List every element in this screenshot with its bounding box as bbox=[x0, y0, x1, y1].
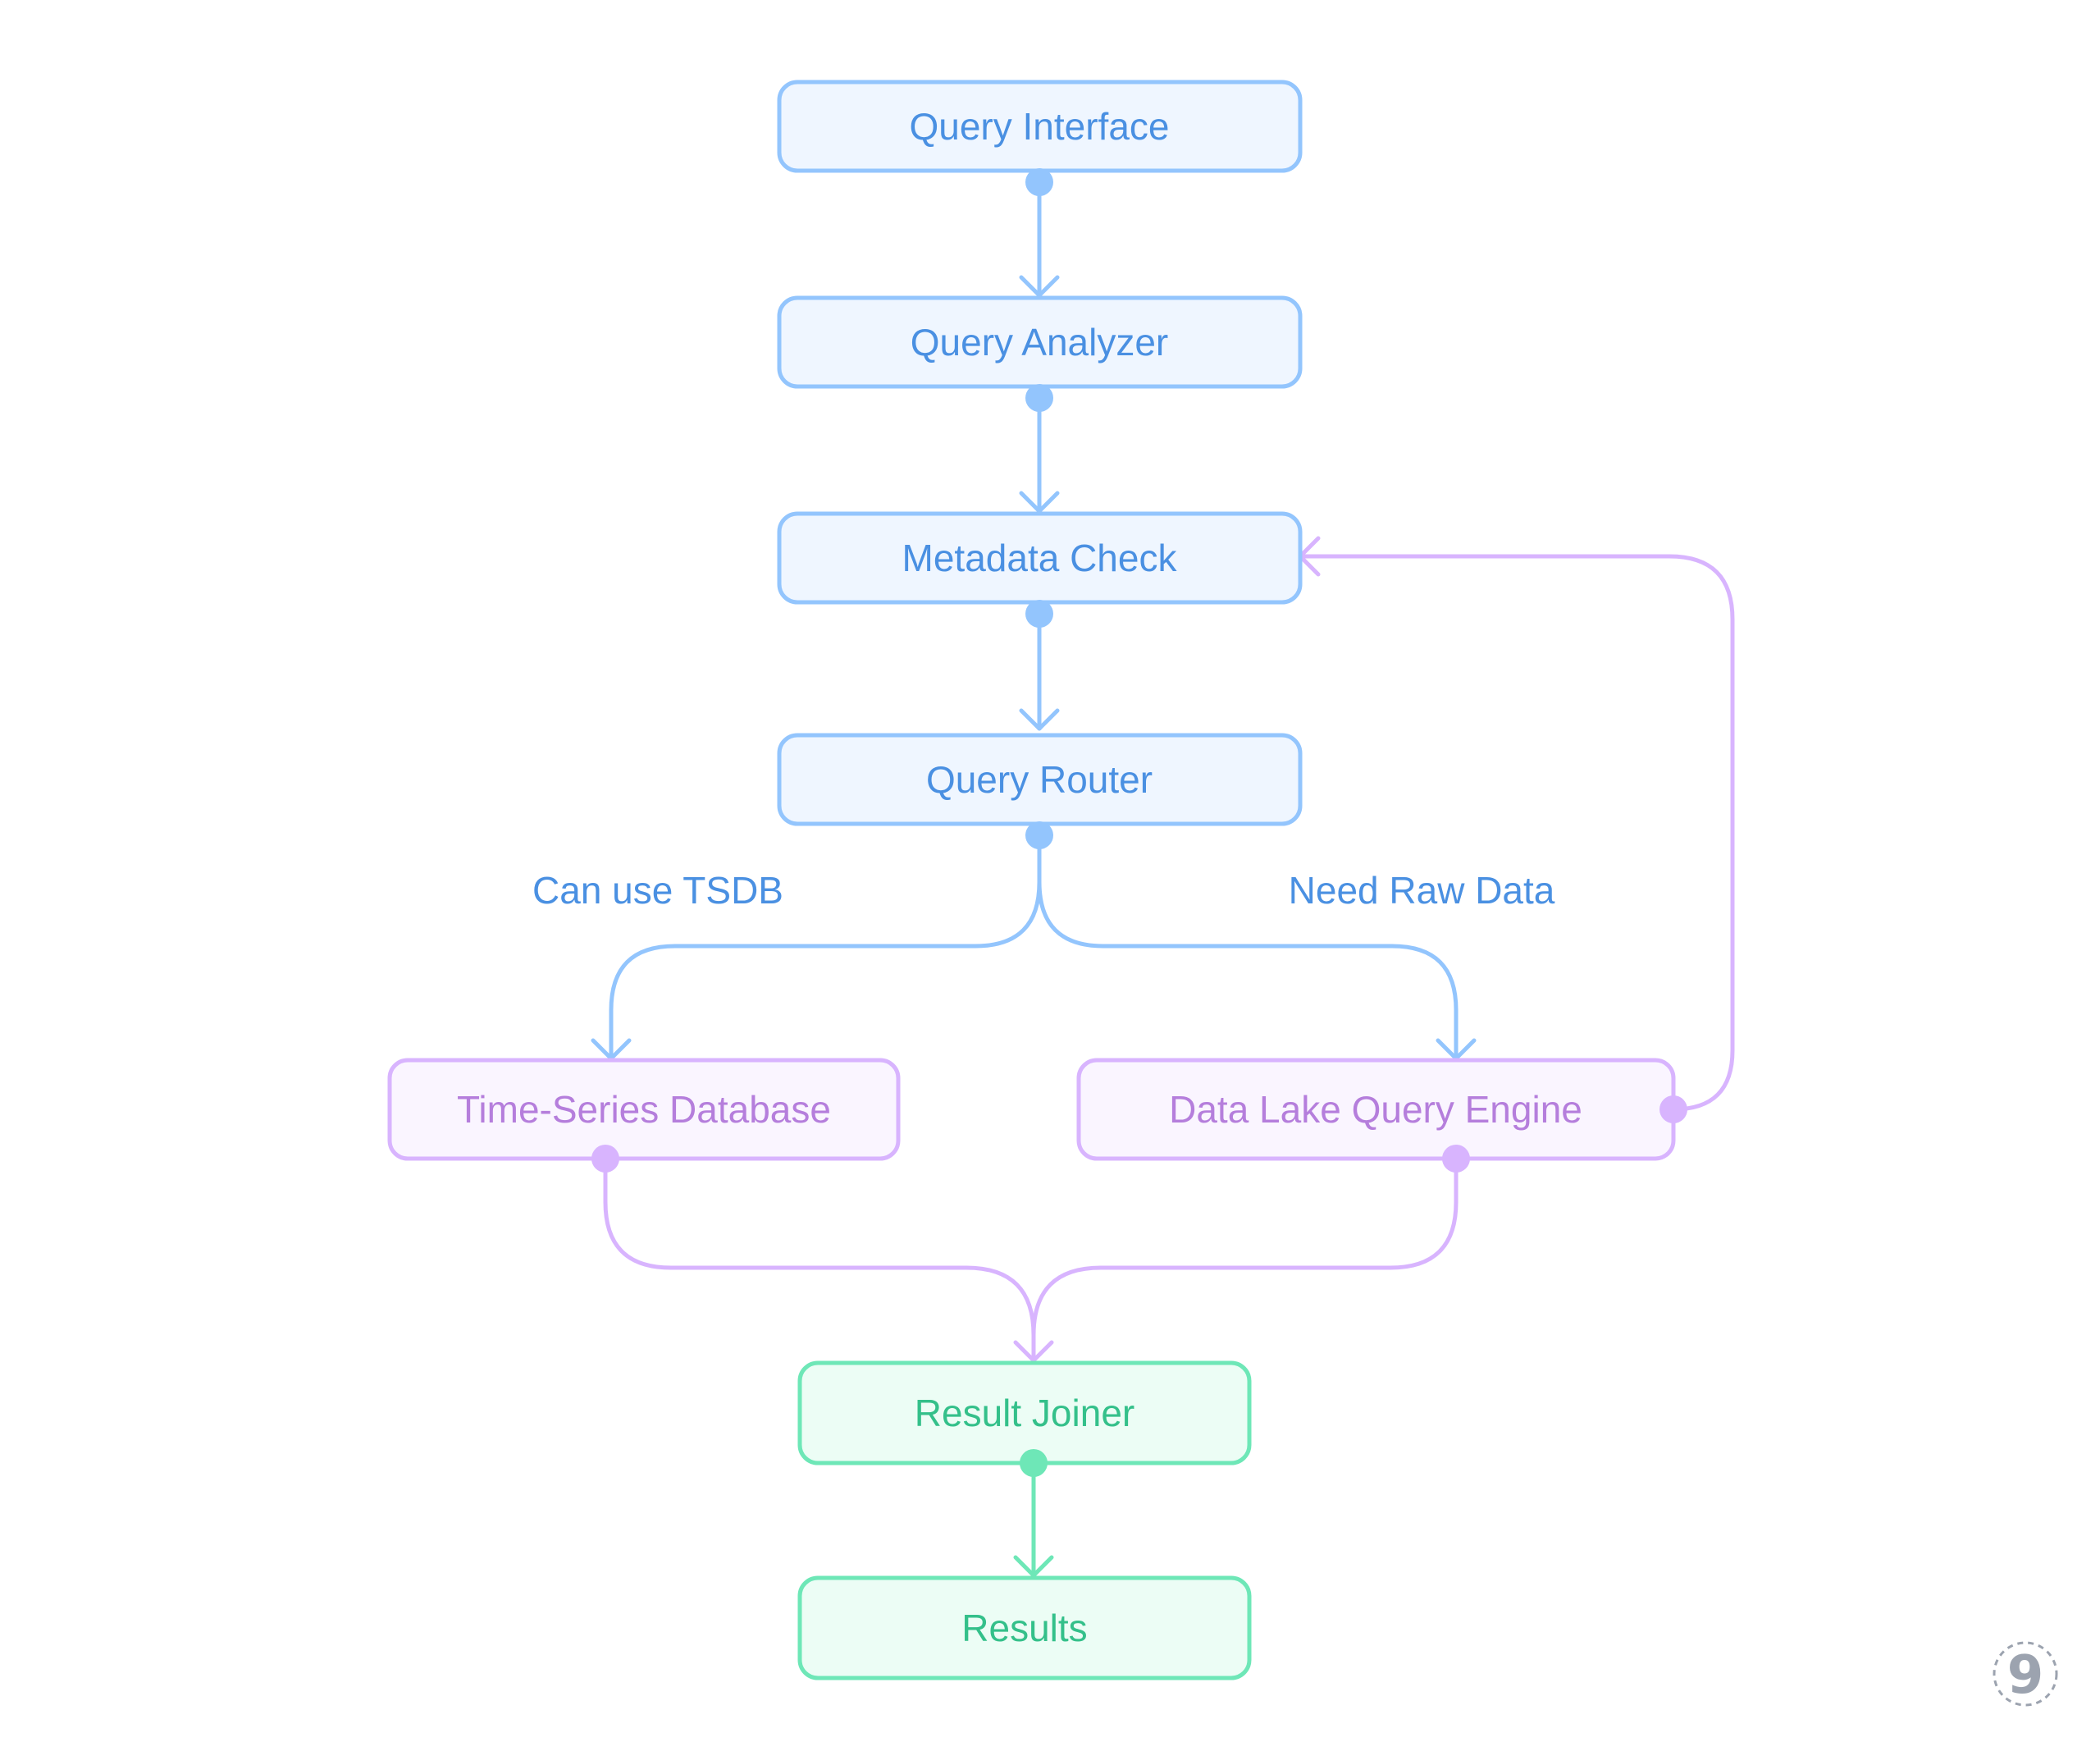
handle-dot[interactable] bbox=[591, 1145, 619, 1173]
page-badge: 9 bbox=[1993, 1641, 2058, 1707]
node-label: Query Interface bbox=[909, 105, 1169, 148]
node-box bbox=[387, 1058, 901, 1161]
node-label: Time-Series Database bbox=[457, 1088, 831, 1131]
node-label: Results bbox=[961, 1607, 1087, 1649]
handle-dot[interactable] bbox=[1025, 600, 1053, 628]
node-label: Query Router bbox=[926, 758, 1153, 801]
node-metadata-check[interactable]: Metadata Check bbox=[777, 511, 1303, 605]
handle-dot[interactable] bbox=[1659, 1095, 1687, 1123]
edge-label-need-raw-data: Need Raw Data bbox=[1289, 869, 1555, 912]
edges bbox=[591, 180, 1735, 1578]
handle-dot[interactable] bbox=[1020, 1449, 1048, 1477]
arrowhead-metadata bbox=[1019, 491, 1060, 514]
handle-dot[interactable] bbox=[1442, 1145, 1470, 1173]
node-label: Query Analyzer bbox=[911, 321, 1168, 363]
node-data-lake-query-engine[interactable]: Data Lake Query Engine bbox=[1076, 1058, 1676, 1161]
node-query-interface[interactable]: Query Interface bbox=[777, 80, 1303, 173]
handle-dot[interactable] bbox=[1025, 168, 1053, 196]
edge-datalake-to-joiner bbox=[1031, 1156, 1459, 1363]
edge-tsdb-to-joiner bbox=[603, 1156, 1036, 1363]
edge-datalake-to-metadata bbox=[1298, 554, 1735, 1112]
badge-number: 9 bbox=[2007, 1645, 2044, 1706]
arrowhead-analyzer bbox=[1019, 275, 1060, 298]
node-label: Result Joiner bbox=[915, 1392, 1134, 1434]
edge-label-can-use-tsdb: Can use TSDB bbox=[532, 869, 783, 912]
edge-router-to-tsdb bbox=[609, 833, 1042, 1061]
arrowhead-results bbox=[1013, 1555, 1054, 1578]
node-label: Metadata Check bbox=[902, 537, 1178, 579]
node-label: Data Lake Query Engine bbox=[1169, 1088, 1582, 1131]
handle-dot[interactable] bbox=[1025, 384, 1053, 412]
node-time-series-database[interactable]: Time-Series Database bbox=[387, 1058, 901, 1161]
node-result-joiner[interactable]: Result Joiner bbox=[797, 1360, 1252, 1465]
node-results[interactable]: Results bbox=[797, 1575, 1252, 1680]
connection-handles bbox=[591, 168, 1687, 1477]
edge-router-to-datalake bbox=[1037, 833, 1459, 1061]
nodes: Query Interface Query Analyzer Metadata … bbox=[387, 80, 1676, 1680]
badge-ring bbox=[1993, 1641, 2058, 1707]
arrowhead-joiner bbox=[1013, 1340, 1054, 1363]
node-box bbox=[797, 1575, 1252, 1680]
handle-dot[interactable] bbox=[1025, 821, 1053, 849]
node-query-analyzer[interactable]: Query Analyzer bbox=[777, 295, 1303, 389]
arrowhead-router bbox=[1019, 708, 1060, 731]
edge-labels: Can use TSDB Need Raw Data bbox=[532, 869, 1555, 912]
node-query-router[interactable]: Query Router bbox=[777, 733, 1303, 826]
